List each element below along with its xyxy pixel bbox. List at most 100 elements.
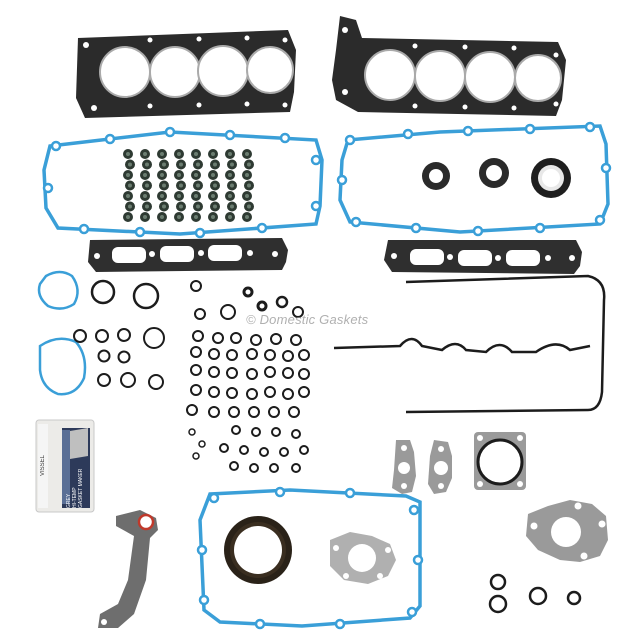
- o-ring: [230, 332, 242, 344]
- valve-stem-seal-core: [245, 194, 249, 198]
- water-pump-gasket-right: [526, 500, 608, 562]
- valve-stem-seal-core: [228, 173, 232, 177]
- o-ring: [298, 349, 310, 361]
- o-ring: [226, 387, 238, 399]
- valve-stem-seal-core: [128, 183, 132, 188]
- o-ring: [489, 573, 507, 591]
- o-ring: [208, 348, 220, 360]
- o-ring: [143, 327, 165, 349]
- valve-stem-seal-core: [247, 162, 251, 167]
- o-ring: [117, 350, 131, 364]
- o-ring: [246, 368, 258, 380]
- o-ring: [228, 406, 240, 418]
- valve-stem-seal-core: [230, 204, 234, 209]
- valve-stem-seal-core: [126, 194, 130, 198]
- valve-stem-seal-core: [179, 183, 183, 188]
- valve-stem-seal-core: [143, 173, 147, 177]
- o-ring: [249, 463, 259, 473]
- valve-stem-seal-core: [177, 215, 181, 219]
- o-ring: [251, 427, 261, 437]
- o-ring: [291, 463, 301, 473]
- o-ring: [299, 445, 309, 455]
- o-ring: [248, 406, 260, 418]
- o-ring: [90, 279, 116, 305]
- valve-stem-seal-core: [143, 194, 147, 198]
- o-ring: [264, 386, 276, 398]
- valve-stem-seal-core: [126, 215, 130, 219]
- o-ring: [148, 374, 164, 390]
- o-ring: [264, 366, 276, 378]
- o-ring: [229, 461, 239, 471]
- o-ring: [194, 308, 206, 320]
- valve-stem-seal-core: [179, 162, 183, 167]
- o-ring: [192, 452, 200, 460]
- tensioner-bracket-gasket: [98, 510, 158, 628]
- valve-stem-seal-core: [128, 162, 132, 167]
- valve-stem-seal-core: [211, 152, 215, 156]
- sealant-brand: VISSEL: [40, 454, 46, 476]
- rear-main-seal: [224, 516, 292, 584]
- valve-stem-seal-core: [228, 215, 232, 219]
- o-ring: [270, 333, 282, 345]
- o-ring: [132, 282, 160, 310]
- valve-stem-seal-core: [160, 152, 164, 156]
- intake-gasket-left: [88, 238, 288, 272]
- valve-stem-seal-core: [128, 204, 132, 209]
- valve-stem-seal-core: [213, 204, 217, 209]
- o-ring: [271, 427, 281, 437]
- oil-pan-gasket: [196, 486, 424, 630]
- o-ring: [282, 367, 294, 379]
- o-ring: [259, 447, 269, 457]
- valve-stem-seal-core: [143, 152, 147, 156]
- o-rings: [73, 279, 582, 614]
- o-ring: [282, 388, 294, 400]
- sealant-tube: [35, 419, 95, 513]
- o-ring: [97, 373, 111, 387]
- valve-stem-seal-core: [196, 204, 200, 209]
- valve-stem-seal-core: [194, 194, 198, 198]
- o-ring: [231, 425, 241, 435]
- valve-stem-seal-core: [211, 173, 215, 177]
- valve-stem-seal-core: [211, 215, 215, 219]
- valve-stem-seal-core: [145, 204, 149, 209]
- valve-stem-seal-core: [126, 173, 130, 177]
- o-ring: [298, 368, 310, 380]
- valve-stem-seal-core: [247, 183, 251, 188]
- valve-stem-seal-core: [160, 173, 164, 177]
- valve-stem-seals: [123, 149, 254, 222]
- o-ring: [256, 300, 268, 312]
- intake-gasket-right: [384, 240, 582, 274]
- o-ring: [528, 586, 548, 606]
- o-ring: [212, 332, 224, 344]
- valve-stem-seal-core: [162, 162, 166, 167]
- o-ring: [73, 329, 87, 343]
- o-ring: [268, 406, 280, 418]
- o-ring: [208, 406, 220, 418]
- o-ring: [242, 286, 254, 298]
- o-ring: [190, 384, 202, 396]
- valve-stem-seal-core: [196, 162, 200, 167]
- valve-stem-seal-core: [228, 194, 232, 198]
- o-ring: [219, 443, 229, 453]
- o-ring: [264, 349, 276, 361]
- o-ring: [97, 349, 111, 363]
- valve-stem-seal-core: [126, 152, 130, 156]
- o-ring: [246, 388, 258, 400]
- valve-stem-seal-core: [245, 173, 249, 177]
- sealant-label: GREY HI-TEMP GASKET MAKER: [66, 466, 88, 508]
- o-ring: [208, 366, 220, 378]
- blue-thermostat-gasket-top: [37, 270, 79, 310]
- valve-stem-seal-core: [247, 204, 251, 209]
- blue-thermostat-gasket-bottom: [38, 337, 87, 396]
- o-ring: [186, 404, 198, 416]
- valve-stem-seal-core: [245, 215, 249, 219]
- valve-stem-seal-core: [145, 162, 149, 167]
- egr-gasket-2: [428, 440, 452, 494]
- valve-stem-seal-core: [230, 183, 234, 188]
- o-ring: [288, 406, 300, 418]
- o-ring: [117, 328, 131, 342]
- water-pump-gasket-center: [330, 532, 396, 584]
- valve-stem-seal-core: [143, 215, 147, 219]
- camshaft-seals: [422, 158, 571, 198]
